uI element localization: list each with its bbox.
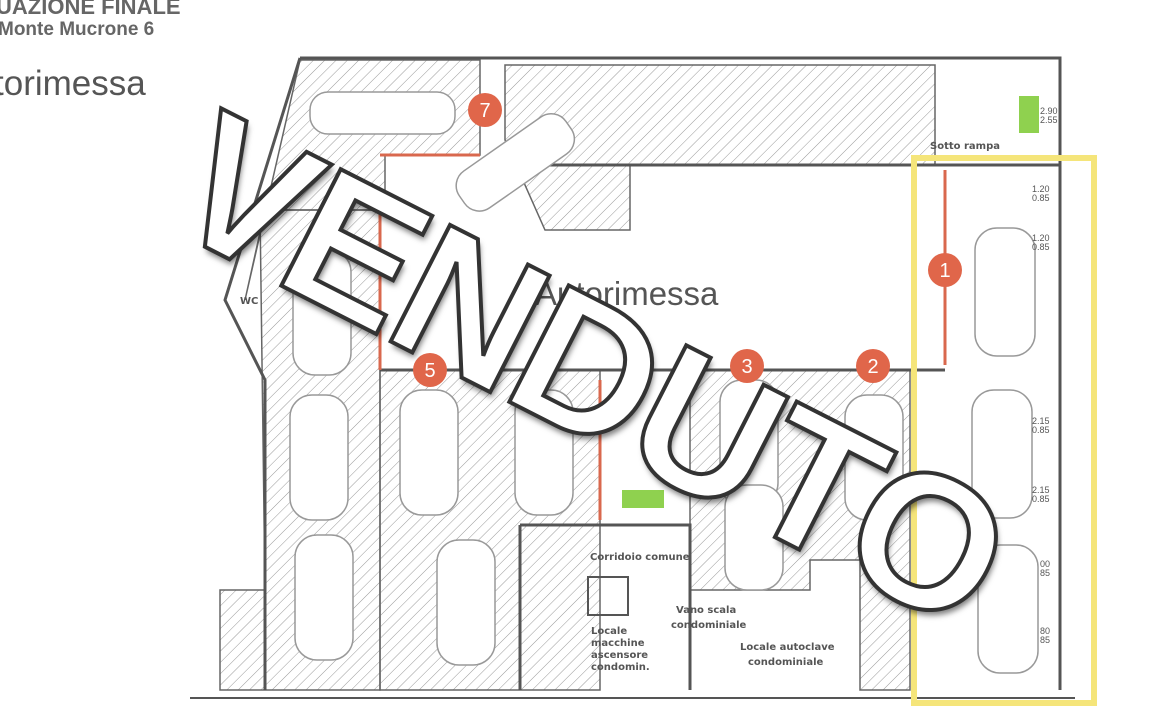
svg-text:2.15: 2.15 (1032, 416, 1050, 426)
room-vano-1: Vano scala (676, 605, 736, 616)
room-locale-1: Locale (591, 626, 627, 637)
green-signs (622, 96, 1039, 508)
svg-text:0.85: 0.85 (1032, 242, 1050, 252)
header-section: torimessa (0, 64, 146, 103)
svg-text:0.85: 0.85 (1032, 425, 1050, 435)
room-corridoio: Corridoio comune (590, 552, 690, 563)
room-wc: WC (240, 296, 258, 307)
main-label: Autorimessa (535, 275, 719, 312)
room-locale-4: condomin. (591, 662, 650, 673)
svg-text:1.20: 1.20 (1032, 184, 1050, 194)
svg-text:00: 00 (1040, 559, 1050, 569)
svg-text:2.90: 2.90 (1040, 106, 1058, 116)
room-vano-2: condominiale (671, 620, 747, 631)
spot-2: 2 (867, 356, 878, 378)
room-locale-3: ascensore (591, 650, 648, 661)
spot-3: 3 (741, 356, 752, 378)
header-address: Monte Mucrone 6 (0, 19, 155, 40)
svg-text:2.15: 2.15 (1032, 485, 1050, 495)
spot-1: 1 (939, 260, 950, 282)
walls (190, 56, 1075, 699)
svg-text:0.85: 0.85 (1032, 193, 1050, 203)
svg-text:85: 85 (1040, 568, 1050, 578)
dimension-labels: 2.902.55 1.200.85 1.200.85 2.150.85 2.15… (1032, 106, 1058, 645)
spot-7: 7 (479, 100, 490, 122)
parking-spot-markers: 7 1 5 3 2 (413, 93, 962, 387)
room-autoclave-1: Locale autoclave (740, 642, 835, 653)
room-locale-2: macchine (591, 638, 645, 649)
svg-text:0.85: 0.85 (1032, 494, 1050, 504)
spot-5: 5 (424, 360, 435, 382)
svg-text:1.20: 1.20 (1032, 233, 1050, 243)
svg-text:2.55: 2.55 (1040, 115, 1058, 125)
cars (289, 91, 1039, 674)
highlight-frame (911, 155, 1097, 706)
header-title: UAZIONE FINALE (0, 0, 181, 19)
svg-text:85: 85 (1040, 635, 1050, 645)
room-autoclave-2: condominiale (748, 657, 824, 668)
svg-text:80: 80 (1040, 626, 1050, 636)
room-sotto-rampa: Sotto rampa (930, 141, 1000, 152)
